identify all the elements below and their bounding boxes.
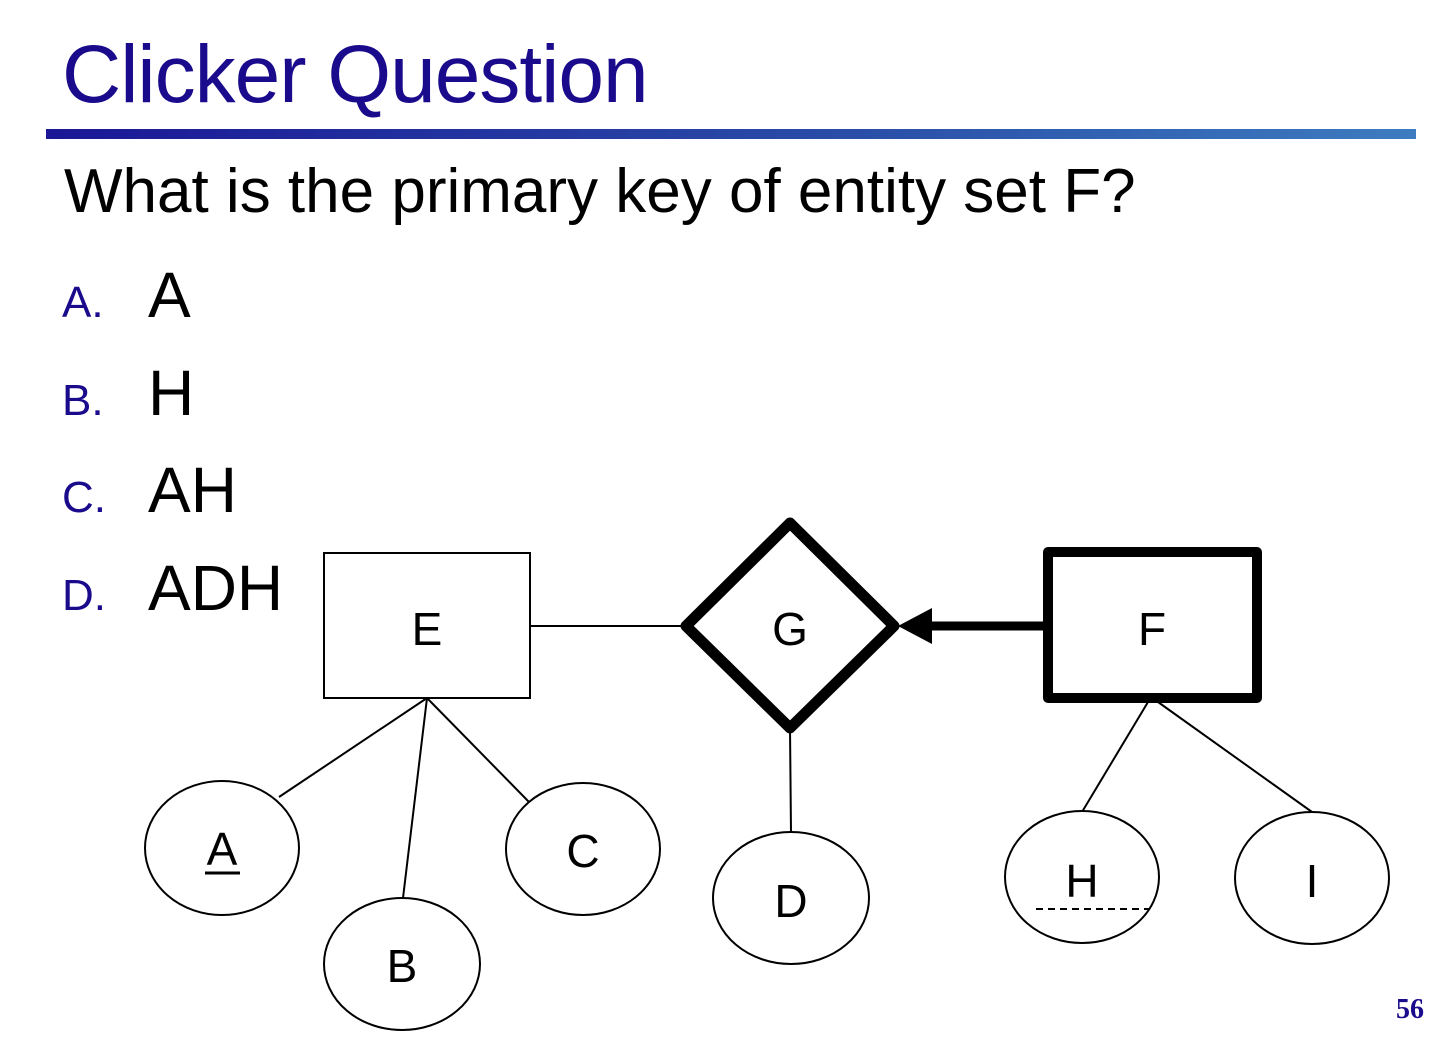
option-b-letter: B. (62, 376, 104, 425)
entity-f (1043, 547, 1262, 703)
page-number: 56 (1396, 994, 1424, 1025)
option-a[interactable]: A. A (62, 258, 191, 331)
slide-title: Clicker Question (62, 29, 649, 120)
option-d-text: ADH (148, 552, 284, 624)
attribute-d (712, 831, 870, 965)
question-text: What is the primary key of entity set F? (64, 157, 1136, 226)
option-a-letter: A. (62, 278, 104, 327)
option-c-text: AH (148, 454, 237, 526)
link-e-c (426, 697, 530, 803)
attribute-i (1234, 811, 1390, 945)
relationship-g-label: G (772, 603, 808, 655)
option-a-text: A (148, 259, 191, 331)
relationship-g (680, 517, 900, 734)
option-c-letter: C. (62, 473, 106, 522)
attribute-i-label: I (1306, 855, 1319, 907)
attribute-h-label: H (1065, 855, 1098, 907)
attribute-c (505, 782, 661, 916)
link-f-i (1157, 701, 1313, 813)
option-b-text: H (148, 357, 195, 429)
link-g-d (789, 727, 792, 834)
title-rule (46, 129, 1416, 139)
attribute-c-label: C (566, 825, 599, 877)
option-d-letter: D. (62, 571, 106, 620)
option-b[interactable]: B. H (62, 356, 194, 429)
entity-e-label: E (412, 603, 443, 655)
attribute-d-label: D (774, 875, 807, 927)
attribute-b-label: B (387, 940, 418, 992)
link-e-a (278, 697, 428, 798)
option-c[interactable]: C. AH (62, 453, 237, 526)
attribute-b (323, 897, 481, 1031)
attribute-a-label: A (207, 823, 238, 875)
connector-lines (278, 621, 1313, 899)
attribute-a (144, 780, 300, 916)
link-e-b (402, 697, 428, 899)
link-f-h (1081, 701, 1149, 813)
entity-e (323, 552, 531, 699)
option-d[interactable]: D. ADH (62, 551, 283, 624)
entity-f-label: F (1138, 603, 1166, 655)
arrowhead-icon (898, 608, 932, 644)
